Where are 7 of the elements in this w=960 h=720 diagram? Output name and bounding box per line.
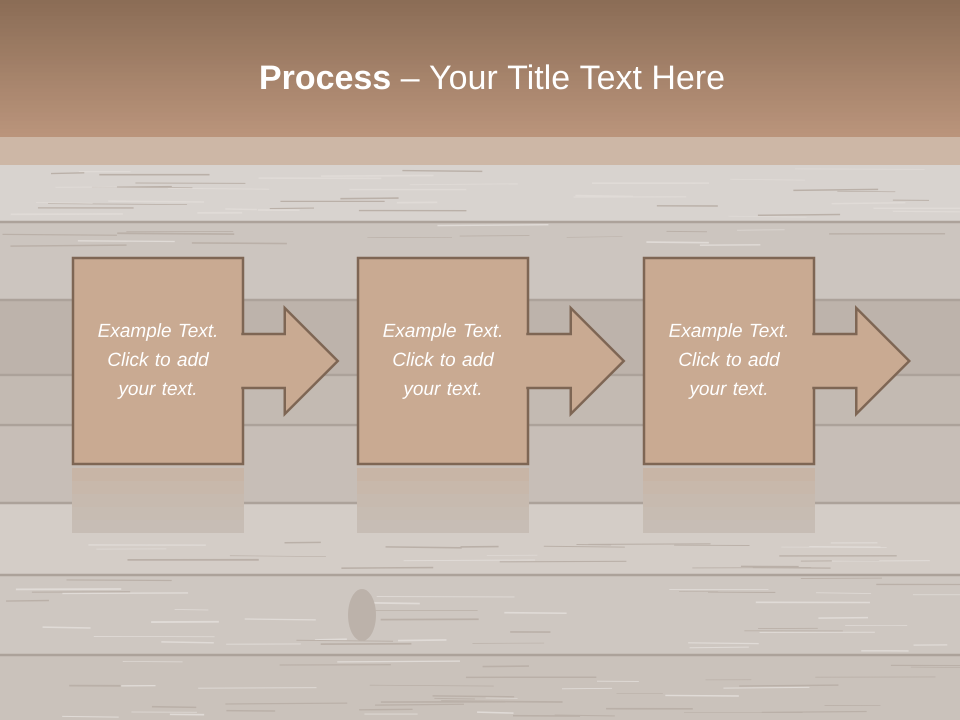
process-box: Example Text. Click to add your text. (642, 256, 816, 466)
arrow (240, 304, 340, 418)
arrow (525, 304, 626, 418)
process-box: Example Text. Click to add your text. (356, 256, 530, 466)
title: Process – Your Title Text Here (261, 64, 724, 90)
process-box: Example Text. Click to add your text. (72, 256, 244, 466)
arrow (811, 304, 912, 418)
